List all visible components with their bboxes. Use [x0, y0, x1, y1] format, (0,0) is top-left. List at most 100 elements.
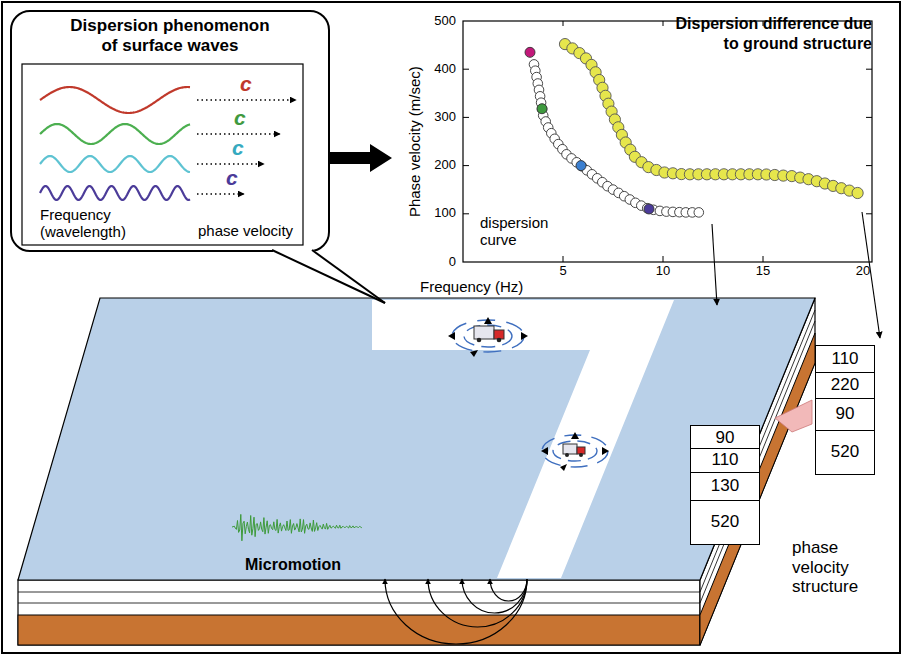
axis-tick — [663, 256, 664, 262]
ripple-arrow — [602, 447, 609, 455]
velocity-value: 520 — [711, 513, 739, 532]
layer-cell: 520 — [815, 430, 875, 475]
axis-tick — [463, 69, 469, 70]
cut-section — [775, 400, 812, 432]
highlight-point — [576, 161, 586, 171]
road — [372, 300, 674, 578]
tick-label: 200 — [434, 158, 456, 173]
ray-path — [385, 579, 527, 644]
axis-tick — [463, 165, 469, 166]
velocity-value: 90 — [716, 429, 735, 448]
wave-line — [40, 87, 190, 113]
highlight-point — [537, 104, 547, 114]
velocity-value: 90 — [836, 405, 855, 424]
velocity-symbol: c — [232, 136, 244, 160]
vibration-ripple — [464, 325, 512, 347]
ray-path — [490, 579, 527, 601]
velocity-arrow — [197, 193, 244, 195]
inner-box — [22, 64, 303, 245]
axis-tick — [866, 213, 872, 214]
axis-tick — [563, 256, 564, 262]
axis-tick — [763, 256, 764, 262]
ripple-arrow — [470, 350, 478, 357]
ripple-arrow — [484, 317, 492, 324]
axis-tick — [663, 21, 664, 26]
truck-wheel — [497, 338, 502, 343]
generated-graphics — [40, 21, 872, 541]
truck-wheel — [565, 453, 569, 457]
vibration-ripple — [452, 320, 524, 352]
velocity-symbol: c — [226, 166, 238, 190]
velocity-symbol: c — [240, 72, 252, 96]
truck-cab — [494, 330, 504, 339]
highlight-point — [644, 204, 654, 214]
tick-label: 10 — [656, 264, 670, 279]
tick-label: 100 — [434, 206, 456, 221]
tick-label: 15 — [756, 264, 770, 279]
bubble-tail-edge — [272, 250, 385, 303]
tick-label: 500 — [434, 14, 456, 29]
layer-cell: 110 — [815, 345, 875, 373]
leader-arrow — [712, 224, 717, 305]
vibration-ripple — [542, 435, 608, 467]
plot-frame — [463, 21, 872, 262]
curve-label: dispersion curve — [480, 214, 558, 249]
truck-cab — [577, 447, 585, 454]
leader-arrow — [862, 212, 880, 338]
bubble-tail-fill — [272, 249, 385, 303]
layer-cell: 220 — [815, 372, 875, 399]
velocity-arrow — [197, 133, 280, 135]
wave-line — [40, 156, 190, 172]
heading: Dispersion phenomenon of surface waves — [65, 16, 275, 57]
truck-wheel — [477, 338, 482, 343]
layer-cell: 110 — [690, 448, 760, 473]
axis-tick — [463, 117, 469, 118]
layer-cell: 90 — [815, 398, 875, 431]
ripple-arrow — [448, 332, 455, 340]
ray-path — [462, 579, 527, 613]
micromotion-waveform — [232, 514, 362, 540]
ripple-arrow — [521, 332, 528, 340]
axis-tick — [866, 117, 872, 118]
axis-tick — [563, 21, 564, 26]
axis-caption: Frequency (wavelength) — [40, 206, 140, 241]
tick-label: 0 — [449, 255, 456, 270]
axis-tick — [866, 69, 872, 70]
tick-label: 400 — [434, 62, 456, 77]
tick-label: 20 — [856, 264, 870, 279]
chart-panel: Dispersion difference due to ground stru… — [392, 8, 882, 264]
axis-title: Frequency (Hz) — [420, 278, 523, 295]
truck-body — [563, 444, 577, 454]
tick-label: 300 — [434, 110, 456, 125]
axis-tick — [866, 165, 872, 166]
front-face — [18, 580, 700, 645]
vibration-ripple — [553, 441, 597, 461]
axis-title: Phase velocity (m/sec) — [405, 67, 422, 218]
ray-path — [428, 579, 527, 627]
layer-line — [18, 592, 700, 593]
micromotion-label: Micromotion — [245, 556, 341, 574]
bubble-tail-edge — [312, 250, 385, 303]
bedrock-layer — [18, 615, 700, 645]
ripple-arrow — [571, 432, 579, 439]
velocity-value: 110 — [831, 350, 858, 369]
wave-line — [40, 124, 190, 144]
velocity-value: 220 — [831, 376, 859, 395]
highlight-point — [525, 47, 535, 57]
axis-caption: phase velocity — [198, 222, 293, 239]
ripple-arrow — [560, 464, 567, 471]
layer-cell: 520 — [690, 500, 760, 545]
velocity-symbol: c — [234, 106, 246, 130]
axis-tick — [463, 213, 469, 214]
velocity-value: 520 — [831, 443, 859, 462]
velocity-value: 130 — [711, 477, 739, 496]
structure-caption: phase velocity structure — [792, 538, 888, 597]
layer-line — [18, 603, 700, 604]
truck-body — [474, 326, 494, 339]
ripple-arrow — [541, 447, 548, 455]
layer-cell: 130 — [690, 472, 760, 501]
